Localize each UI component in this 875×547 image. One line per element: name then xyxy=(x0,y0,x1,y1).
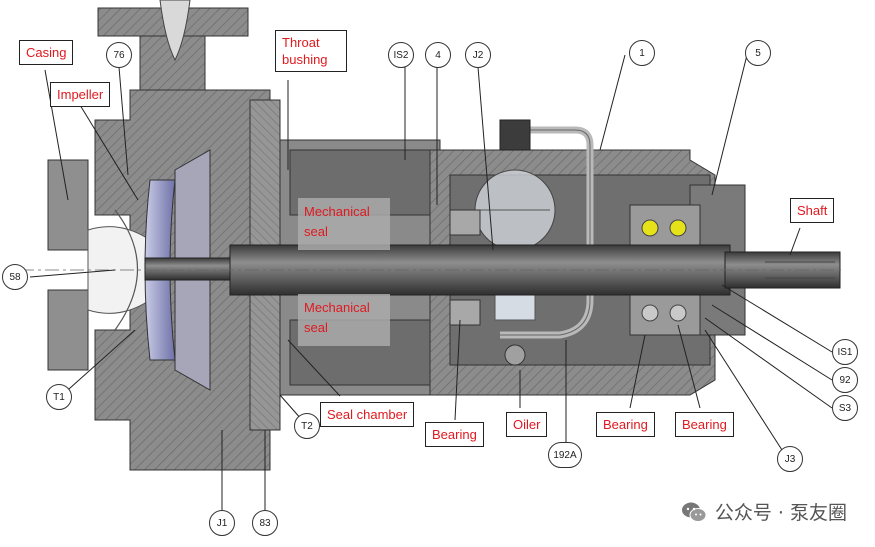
label-throat-bushing: Throat bushing xyxy=(275,30,347,72)
label-oiler: Oiler xyxy=(506,412,548,437)
label-mechanical-seal-top: Mechanical seal xyxy=(298,198,390,250)
wechat-icon xyxy=(681,502,707,522)
watermark-text: 公众号 · 泵友圈 xyxy=(714,502,847,524)
label-bearing-left: Bearing xyxy=(425,422,484,447)
label-impeller: Impeller xyxy=(50,82,111,107)
watermark: 公众号 · 泵友圈 xyxy=(681,498,847,525)
callout-83: 83 xyxy=(252,510,278,536)
callout-58: 58 xyxy=(2,264,28,290)
label-shaft: Shaft xyxy=(790,198,835,223)
callout-is2: IS2 xyxy=(388,42,414,68)
callout-1: 1 xyxy=(629,40,655,66)
callout-4: 4 xyxy=(425,42,451,68)
label-bearing-right: Bearing xyxy=(675,412,734,437)
label-casing: Casing xyxy=(19,40,74,65)
leader-lines xyxy=(29,54,833,512)
callout-t1: T1 xyxy=(46,384,72,410)
callout-j2: J2 xyxy=(465,42,491,68)
label-mechanical-seal-bottom: Mechanical seal xyxy=(298,294,390,346)
callout-5: 5 xyxy=(745,40,771,66)
callout-76: 76 xyxy=(106,42,132,68)
callout-t2: T2 xyxy=(294,413,320,439)
callout-is1: IS1 xyxy=(832,339,858,365)
callout-j3: J3 xyxy=(777,446,803,472)
label-bearing-mid: Bearing xyxy=(596,412,655,437)
callout-92: 92 xyxy=(832,367,858,393)
label-seal-chamber: Seal chamber xyxy=(320,402,415,427)
callout-192a: 192A xyxy=(548,442,582,468)
callout-s3: S3 xyxy=(832,395,858,421)
callout-j1: J1 xyxy=(209,510,235,536)
